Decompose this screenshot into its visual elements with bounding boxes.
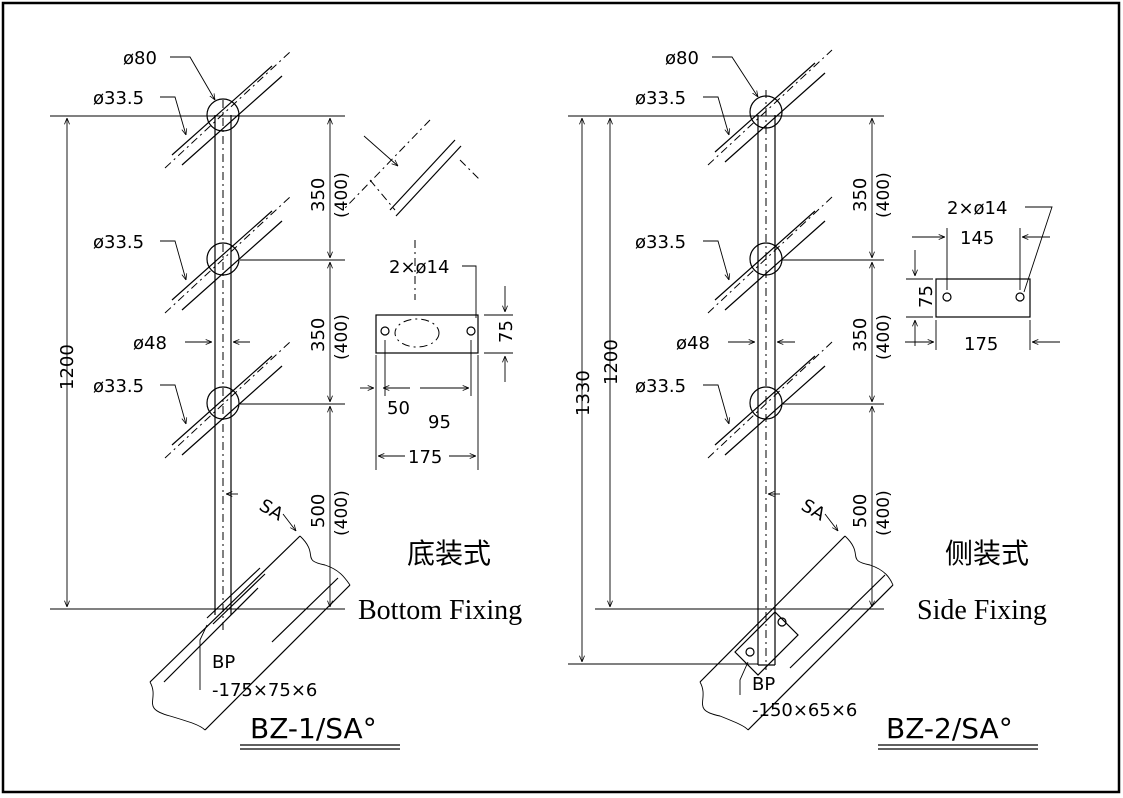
dim-plate-width-side: 175 [964, 334, 998, 355]
label-dia-post-side: ø48 [676, 333, 710, 354]
label-dia-rail-1: ø33.5 [93, 88, 144, 109]
bottom-fixing-view: ø80 ø33.5 ø33.5 ø48 ø33.5 1200 350 (400)… [50, 48, 522, 750]
drawing-no-bz1: BZ-1/SA° [250, 712, 377, 745]
dim-seg1-alt-side: (400) [874, 172, 894, 218]
label-slope-sa: SA [256, 495, 288, 526]
dim-plate-pitch: 95 [428, 412, 451, 433]
dim-plate-height: 75 [496, 320, 517, 343]
label-dia-post: ø48 [133, 333, 167, 354]
dim-total-height: 1200 [57, 344, 78, 390]
title-cn-bottom-fixing: 底装式 [407, 537, 491, 570]
label-bp-side: BP [752, 674, 775, 695]
label-plate-holes-side: 2×ø14 [947, 198, 1007, 219]
label-dia-top-post-side: ø80 [665, 48, 699, 69]
title-en-side-fixing: Side Fixing [917, 595, 1047, 626]
dim-plate-width: 175 [408, 447, 442, 468]
dim-seg2-alt-side: (400) [874, 314, 894, 360]
title-en-bottom-fixing: Bottom Fixing [358, 595, 522, 626]
dim-seg3-alt-side: (400) [874, 490, 894, 536]
label-bp-size: -175×75×6 [212, 680, 317, 701]
dim-seg3-side: 500 [850, 494, 871, 528]
dim-seg1-alt: (400) [332, 172, 352, 218]
dim-seg2-side: 350 [850, 318, 871, 352]
dim-plate-height-side: 75 [916, 285, 937, 308]
dim-seg1: 350 [308, 178, 329, 212]
label-dia-rail-1-side: ø33.5 [635, 88, 686, 109]
label-dia-rail-2: ø33.5 [93, 232, 144, 253]
label-dia-top-post: ø80 [123, 48, 157, 69]
dim-seg1-side: 350 [850, 178, 871, 212]
label-bp-size-side: -150×65×6 [752, 700, 857, 721]
side-fixing-view: ø80 ø33.5 ø33.5 ø48 ø33.5 1330 1200 350 … [568, 48, 1060, 750]
title-cn-side-fixing: 侧装式 [945, 537, 1029, 570]
label-dia-rail-3-side: ø33.5 [635, 376, 686, 397]
dim-total-height-side: 1200 [601, 339, 622, 385]
dim-seg3-alt: (400) [332, 490, 352, 536]
dim-seg2: 350 [308, 318, 329, 352]
drawing-no-bz2: BZ-2/SA° [886, 712, 1013, 745]
dim-seg2-alt: (400) [332, 314, 352, 360]
label-dia-rail-3: ø33.5 [93, 376, 144, 397]
label-bp: BP [212, 652, 235, 673]
label-slope-sa-side: SA [798, 495, 830, 526]
dim-plate-edge: 50 [387, 398, 410, 419]
label-dia-rail-2-side: ø33.5 [635, 232, 686, 253]
dim-seg3: 500 [308, 494, 329, 528]
dim-plate-pitch-side: 145 [960, 228, 994, 249]
dim-overall-height: 1330 [573, 370, 594, 416]
label-plate-holes: 2×ø14 [389, 257, 449, 278]
